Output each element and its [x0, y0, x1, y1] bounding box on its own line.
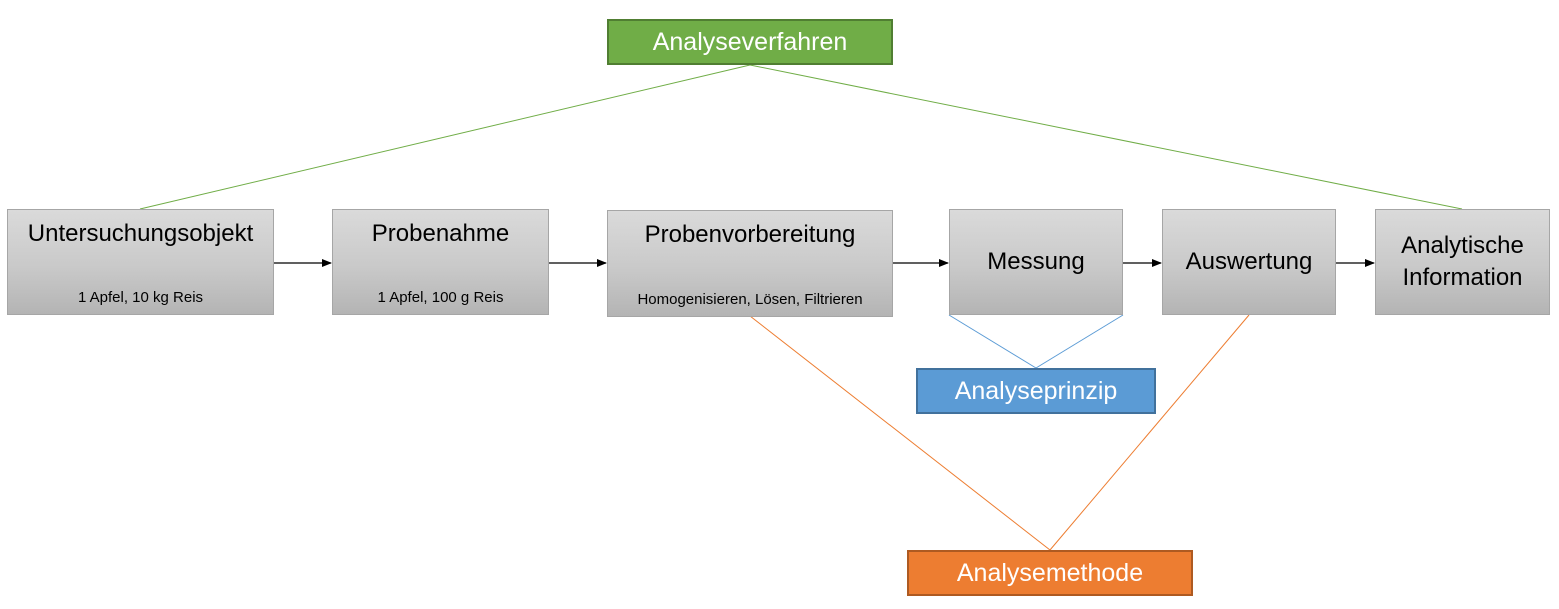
verfahren-link-left: [139, 64, 751, 210]
step-messung: Messung: [949, 209, 1123, 315]
step-example: 1 Apfel, 10 kg Reis: [77, 289, 204, 306]
step-untersuchungsobjekt: Untersuchungsobjekt 1 Apfel, 10 kg Reis: [7, 209, 274, 315]
step-example: 1 Apfel, 100 g Reis: [377, 289, 504, 306]
step-auswertung: Auswertung: [1162, 209, 1336, 315]
analyseprinzip-text: Analyseprinzip: [954, 376, 1118, 405]
analyseverfahren-label: Analyseverfahren: [607, 19, 893, 65]
step-title: Probenahme: [371, 220, 510, 247]
step-probenahme: Probenahme 1 Apfel, 100 g Reis: [332, 209, 549, 315]
analyseverfahren-text: Analyseverfahren: [652, 27, 848, 56]
prinzip-link-right: [1035, 314, 1124, 369]
analysemethode-text: Analysemethode: [956, 558, 1144, 587]
analyseprinzip-label: Analyseprinzip: [916, 368, 1156, 414]
step-title: Probenvorbereitung: [644, 221, 856, 248]
verfahren-link-right: [749, 64, 1463, 210]
methode-link-left: [749, 315, 1051, 551]
methode-link-right: [1049, 314, 1250, 551]
step-title: Untersuchungsobjekt: [27, 220, 254, 247]
step-probenvorbereitung: Probenvorbereitung Homogenisieren, Lösen…: [607, 210, 893, 317]
step-title: Analytische Information: [1401, 232, 1524, 291]
step-title: Auswertung: [1185, 248, 1313, 275]
step-analytische-information: Analytische Information: [1375, 209, 1550, 315]
step-example: Homogenisieren, Lösen, Filtrieren: [637, 291, 863, 308]
analysemethode-label: Analysemethode: [907, 550, 1193, 596]
step-title: Messung: [987, 248, 1085, 275]
prinzip-link-left: [948, 314, 1037, 369]
